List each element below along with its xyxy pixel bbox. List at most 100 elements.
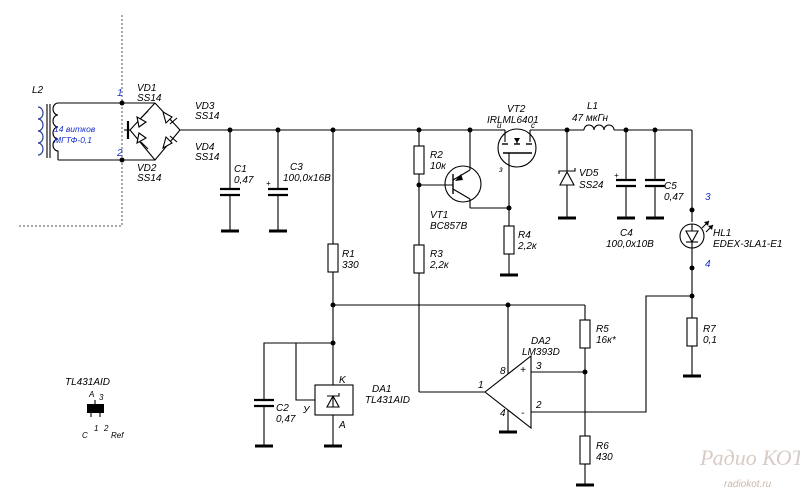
da2-pin-4: 4 [500, 408, 506, 419]
l2-ref: L2 [32, 85, 44, 96]
da1-ref: DA1 [372, 384, 391, 395]
package-pin-2: 2 [103, 424, 109, 433]
r5-ref: R5 [596, 324, 609, 335]
watermark: Радио КОТ radiokot.ru [699, 445, 800, 490]
da2-plus: + [520, 365, 526, 376]
resistor-r5: R5 16к* [579, 305, 617, 372]
vd4-value: SS14 [195, 152, 220, 163]
c4-plus: + [614, 171, 619, 180]
da2-pin-2: 2 [535, 400, 542, 411]
capacitor-c5: C5 0,47 [645, 130, 684, 220]
da2-pin-8: 8 [500, 366, 506, 377]
vd2-ref: VD2 [137, 163, 157, 174]
resistor-r3: R3 2,2к [413, 244, 485, 393]
resistor-r7: R7 0,1 [683, 296, 717, 378]
diode-vd5: VD5 SS24 [558, 130, 604, 220]
hl1-terminal-3: 3 [705, 192, 711, 203]
c3-plus: + [266, 179, 271, 188]
diode-vd4 [162, 135, 178, 150]
mosfet-vt2: VT2 IRLML6401 и с з [487, 104, 539, 208]
vd1-ref: VD1 [137, 83, 156, 94]
coil-boundary [18, 15, 123, 227]
hl1-ref: HL1 [713, 228, 731, 239]
package-pin-3: 3 [99, 393, 104, 402]
vd3-ref: VD3 [195, 101, 215, 112]
vt1-ref: VT1 [430, 210, 448, 221]
r3-ref: R3 [430, 249, 443, 260]
da2-value: LM393D [522, 347, 560, 358]
c3-ref: C3 [290, 162, 303, 173]
r2-value: 10к [430, 161, 447, 172]
vd3-value: SS14 [195, 111, 220, 122]
hl1-value: EDEX-3LA1-E1 [713, 239, 782, 250]
comparator-da2: + - 1 2 3 4 8 DA2 LM393D [478, 305, 585, 434]
r5-value: 16к* [596, 335, 617, 346]
c5-ref: C5 [664, 181, 677, 192]
package-pin-a: A [88, 390, 94, 399]
da1-pin-u: У [302, 405, 311, 416]
r7-value: 0,1 [703, 335, 717, 346]
r7-ref: R7 [703, 324, 716, 335]
r1-value: 330 [342, 260, 359, 271]
c2-value: 0,47 [276, 414, 296, 425]
da2-minus: - [521, 408, 525, 419]
resistor-r4: R4 2,2к [500, 208, 538, 277]
da2-pin-3: 3 [536, 361, 542, 372]
r1-ref: R1 [342, 249, 355, 260]
resistor-r6: R6 430 [576, 372, 613, 487]
c4-value: 100,0х10В [606, 239, 654, 250]
c3-value: 100,0х16В [283, 173, 331, 184]
vt2-pin-source: и [497, 121, 502, 130]
transistor-vt1: VT1 BC857B [419, 130, 482, 232]
capacitor-c1: C1 0,47 [220, 130, 254, 233]
diode-vd3 [162, 110, 178, 125]
vt2-pin-drain: с [531, 121, 535, 130]
vt2-value: IRLML6401 [487, 115, 539, 126]
capacitor-c3: + C3 100,0х16В [266, 130, 331, 233]
hl1-terminal-4: 4 [705, 259, 711, 270]
vd5-ref: VD5 [579, 168, 599, 179]
da2-ref: DA2 [531, 336, 551, 347]
package-title: TL431AID [65, 377, 110, 388]
watermark-site: radiokot.ru [724, 479, 772, 490]
transformer-primary-winding [37, 106, 44, 156]
l2-wire-note: МГТФ-0,1 [54, 135, 92, 145]
r3-value: 2,2к [429, 260, 450, 271]
inductor-l1: L1 47 мкГн [567, 101, 692, 131]
led-hl1: 3 4 HL1 EDEX-3LA1-E1 [679, 130, 782, 296]
package-pin-c: C [82, 431, 88, 440]
c1-value: 0,47 [234, 175, 254, 186]
da1-value: TL431AID [365, 395, 410, 406]
capacitor-c2: C2 0,47 [254, 398, 296, 445]
vd2-value: SS14 [137, 173, 162, 184]
vt2-ref: VT2 [507, 104, 526, 115]
tl431-package-pinout: TL431AID A 3 C 1 2 Ref [65, 377, 124, 440]
r6-value: 430 [596, 452, 613, 463]
vd5-value: SS24 [579, 180, 604, 191]
c2-ref: C2 [276, 403, 289, 414]
c1-ref: C1 [234, 164, 247, 175]
diode-vd1 [136, 110, 149, 128]
vd4-ref: VD4 [195, 142, 215, 153]
terminal-2-label: 2 [116, 148, 123, 159]
transformer-secondary-winding [52, 102, 59, 160]
vt1-value: BC857B [430, 221, 468, 232]
diode-vd2 [136, 132, 149, 150]
diode-bridge: VD1 SS14 VD2 SS14 VD3 SS14 VD4 SS14 [124, 83, 230, 184]
transformer-l2: L2 14 витков МГТФ-0,1 1 2 [32, 85, 123, 160]
regulator-da1: K A У DA1 TL431AID [302, 375, 410, 445]
c5-value: 0,47 [664, 192, 684, 203]
package-pin-ref: Ref [111, 431, 124, 440]
vt2-pin-gate: з [498, 165, 503, 174]
l1-value: 47 мкГн [572, 113, 608, 124]
r2-ref: R2 [430, 150, 443, 161]
r4-ref: R4 [518, 230, 531, 241]
da2-pin-1: 1 [478, 380, 484, 391]
vd1-value: SS14 [137, 93, 162, 104]
da1-pin-a: A [338, 420, 346, 431]
watermark-logo: Радио КОТ [699, 445, 800, 470]
c4-ref: C4 [620, 228, 633, 239]
r4-value: 2,2к [517, 241, 538, 252]
capacitor-c4: + C4 100,0х10В [606, 130, 654, 250]
